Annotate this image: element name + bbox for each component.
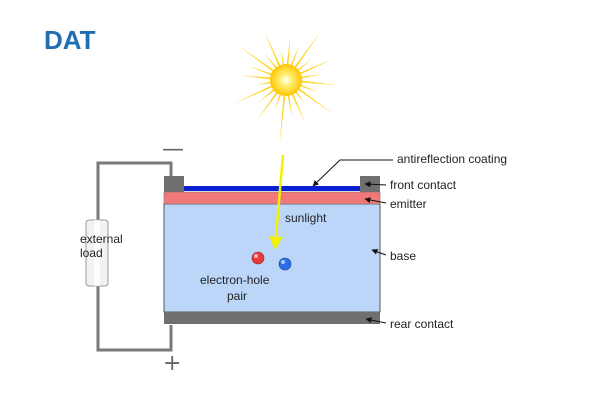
sun-ray — [233, 83, 276, 104]
emitter-arrow — [364, 197, 387, 204]
sun-ray — [274, 90, 283, 110]
rear-contact-layer — [164, 312, 380, 324]
sun-ray — [286, 36, 291, 69]
sun-ray — [297, 74, 322, 80]
minus-sign: — — [162, 137, 184, 162]
sun-ray — [256, 80, 275, 85]
sun-icon — [233, 30, 338, 144]
sun-ray — [289, 44, 300, 70]
sun-ray — [295, 86, 335, 116]
sun-ray — [289, 90, 306, 124]
sun-rays — [233, 30, 338, 144]
electron — [251, 251, 265, 265]
sun-ray — [258, 86, 278, 103]
rear-contact-label: rear contact — [390, 317, 454, 331]
sun-ray — [263, 30, 283, 70]
coating-arrow — [312, 159, 393, 187]
sun-ray — [296, 83, 318, 93]
sun-ray — [256, 89, 280, 121]
sun-core — [270, 64, 302, 96]
front-contact-left — [164, 176, 184, 192]
hole — [278, 257, 292, 271]
antireflection-coating-layer — [184, 186, 360, 191]
sunlight-label: sunlight — [285, 211, 327, 225]
dat-logo: DAT — [44, 25, 96, 55]
sunlight-ray — [269, 154, 285, 250]
sun-ray — [281, 50, 286, 69]
circuit-wire — [96, 161, 173, 352]
base-label: base — [390, 249, 416, 263]
logo-text: DAT — [44, 25, 96, 55]
emitter-label: emitter — [390, 197, 427, 211]
base-arrow — [371, 248, 387, 256]
sun-ray — [248, 65, 276, 77]
base-layer — [163, 203, 381, 313]
rear-contact-arrow — [365, 317, 387, 324]
sun-ray — [286, 91, 293, 118]
external-load-label-line2: load — [80, 246, 103, 260]
electron-hole-label-line2: pair — [227, 289, 247, 303]
sun-ray — [240, 75, 275, 80]
sun-ray — [279, 91, 286, 144]
plus-sign: + — [163, 351, 181, 376]
electron-hole-pair — [251, 251, 292, 271]
sun-ray — [296, 59, 332, 77]
emitter-layer — [163, 191, 381, 205]
bottom-wire — [96, 286, 173, 352]
sun-ray — [294, 59, 311, 74]
solar-cell — [163, 176, 381, 324]
front-contact-label: front contact — [390, 178, 457, 192]
callout-arrows — [312, 159, 393, 324]
sun-ray — [297, 80, 338, 86]
antireflection-coating-label: antireflection coating — [397, 152, 507, 166]
external-load-label-line1: external — [80, 232, 123, 246]
sun-ray — [292, 31, 322, 71]
sun-ray — [235, 43, 277, 74]
sun-ray — [264, 53, 280, 72]
electron-hole-label-line1: electron-hole — [200, 273, 270, 287]
external-load: external load — [80, 219, 123, 287]
top-wire — [96, 161, 173, 222]
front-contact-arrow — [364, 181, 387, 188]
